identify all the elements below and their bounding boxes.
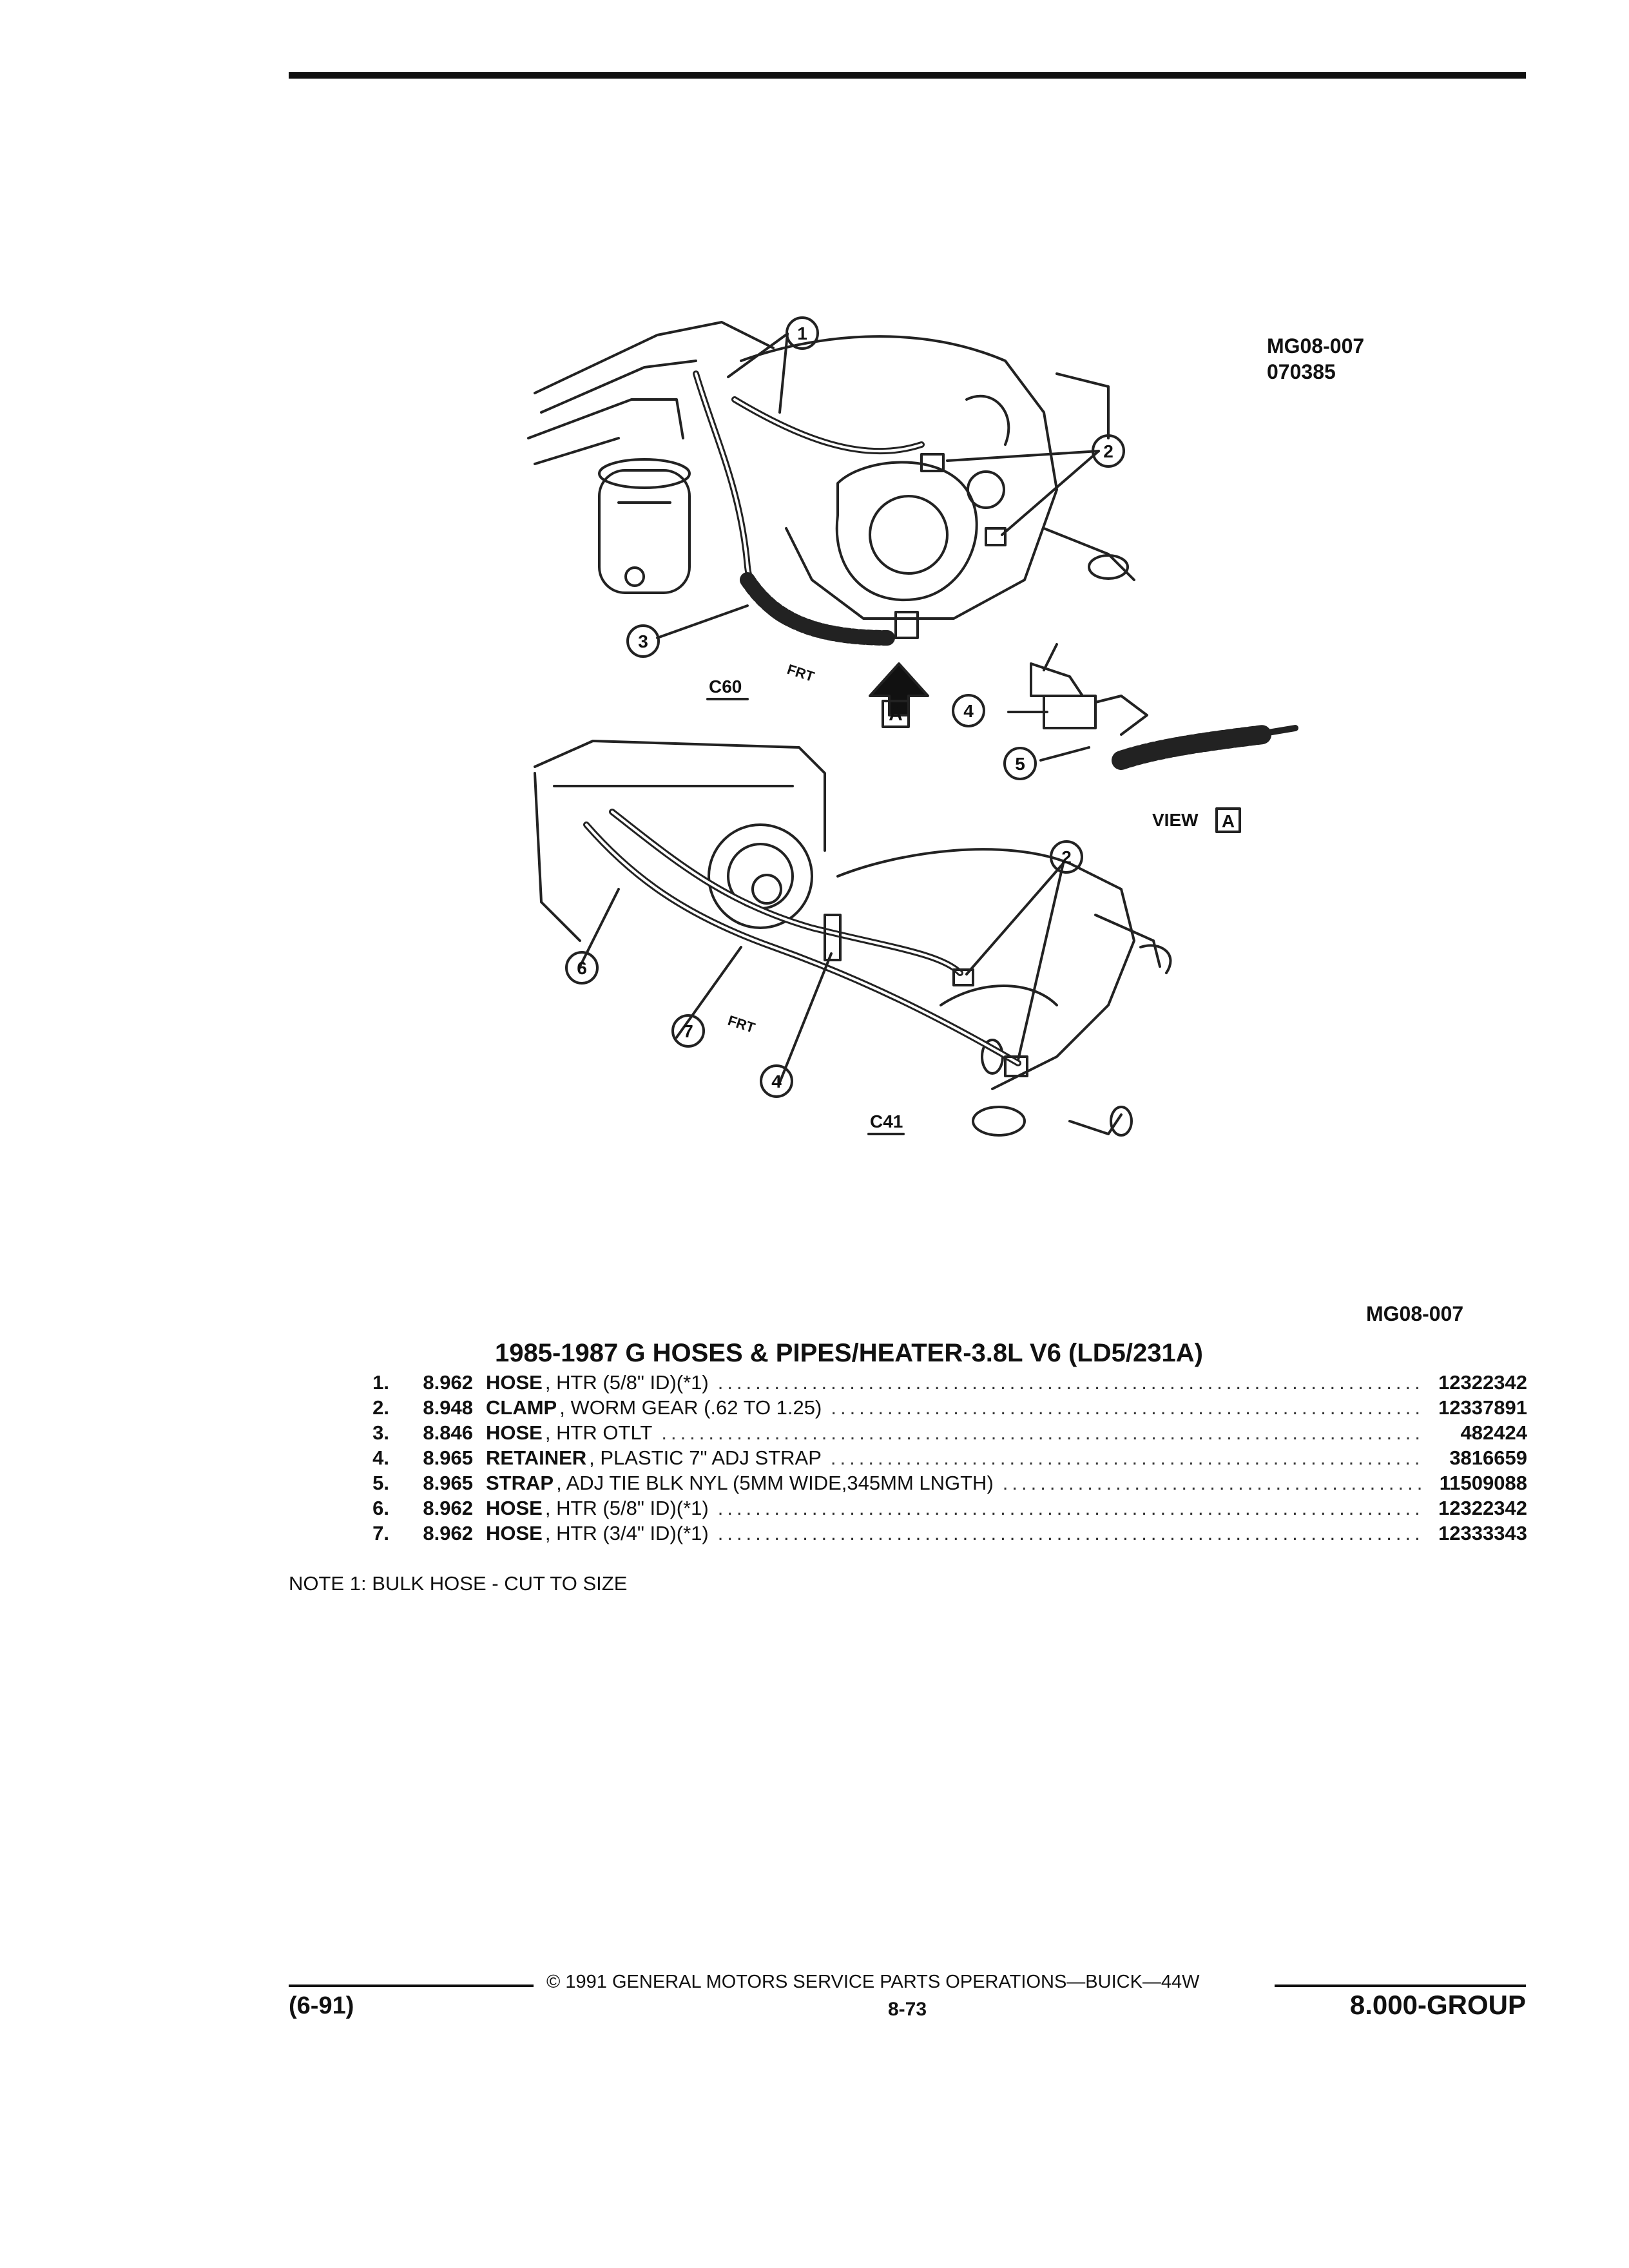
- group-number: 8.962: [423, 1522, 473, 1544]
- figure-code-bottom: MG08-007: [1366, 1302, 1464, 1325]
- view-marker-letter: A: [889, 704, 903, 725]
- leader-dots: [831, 1446, 1422, 1470]
- figure-code-top: MG08-007: [1267, 334, 1365, 358]
- part-number: 12322342: [1438, 1497, 1527, 1519]
- callout-circle-4-upper: [952, 694, 985, 727]
- footnote: NOTE 1: BULK HOSE - CUT TO SIZE: [289, 1572, 628, 1595]
- item-number: 6.: [372, 1497, 389, 1519]
- part-number: 482424: [1460, 1421, 1527, 1444]
- parts-row: 7. 8.962 HOSE, HTR (3/4" ID)(*1) 12333343: [348, 1522, 1527, 1547]
- parts-row: 2. 8.948 CLAMP, WORM GEAR (.62 TO 1.25) 123…: [348, 1396, 1527, 1421]
- lower-engine-view: [534, 740, 1172, 1137]
- part-name: HOSE: [486, 1497, 543, 1519]
- view-marker-box: [882, 700, 910, 728]
- group-number: 8.962: [423, 1497, 473, 1519]
- top-rule: [289, 72, 1526, 79]
- part-number: 12333343: [1438, 1522, 1527, 1544]
- upper-engine-view: [527, 321, 1298, 770]
- item-number: 5.: [372, 1472, 389, 1494]
- callout-circle-7: [671, 1014, 705, 1048]
- part-description: , PLASTIC 7" ADJ STRAP: [589, 1446, 822, 1469]
- part-number: 12322342: [1438, 1371, 1527, 1394]
- footer-rule-left: [289, 1984, 534, 1987]
- part-description: , HTR (3/4" ID)(*1): [545, 1522, 709, 1544]
- leader-dots: [661, 1421, 1422, 1445]
- copyright-line: © 1991 GENERAL MOTORS SERVICE PARTS OPER…: [546, 1972, 1200, 1992]
- callout-3: 3: [638, 631, 648, 651]
- part-number: 12337891: [1438, 1396, 1527, 1419]
- callout-6: 6: [577, 958, 587, 978]
- parts-row: 1. 8.962 HOSE, HTR (5/8" ID)(*1) 12322342: [348, 1371, 1527, 1396]
- revision-date: (6-91): [289, 1992, 354, 2019]
- front-arrow-label-upper: FRT: [785, 661, 816, 685]
- callout-circle-5: [1003, 747, 1037, 780]
- leader-dots: [718, 1522, 1422, 1545]
- callout-circle-2-lower: [1050, 840, 1083, 874]
- view-label-box: [1215, 807, 1241, 833]
- footer-rule-right: [1275, 1984, 1526, 1987]
- item-number: 3.: [372, 1421, 389, 1444]
- part-name: HOSE: [486, 1421, 543, 1444]
- exploded-view-illustration: 1 2 3 4 5 2 6 7 4 A A C60 C41 VIEW FRT F…: [527, 316, 1298, 1137]
- parts-row: 3. 8.846 HOSE, HTR OTLT 482424: [348, 1421, 1527, 1446]
- callout-7: 7: [683, 1021, 693, 1041]
- group-number: 8.948: [423, 1396, 473, 1419]
- part-description: , HTR (5/8" ID)(*1): [545, 1497, 709, 1519]
- lower-view-code: C41: [870, 1111, 903, 1131]
- callout-2-lower: 2: [1061, 847, 1072, 867]
- callout-circle-4-lower: [760, 1064, 793, 1098]
- group-number: 8.965: [423, 1472, 473, 1494]
- part-number: 3816659: [1449, 1446, 1527, 1469]
- callout-circle-6: [565, 951, 599, 985]
- part-description: , HTR OTLT: [545, 1421, 653, 1444]
- item-number: 7.: [372, 1522, 389, 1544]
- leader-dots: [718, 1497, 1422, 1520]
- callout-4-upper: 4: [963, 701, 974, 721]
- front-arrow-label-lower: FRT: [726, 1012, 757, 1036]
- callout-circle-3: [626, 624, 660, 658]
- item-number: 2.: [372, 1396, 389, 1419]
- part-name: HOSE: [486, 1371, 543, 1394]
- leader-dots: [1003, 1472, 1422, 1495]
- part-name: CLAMP: [486, 1396, 557, 1419]
- group-number: 8.962: [423, 1371, 473, 1394]
- view-label-letter: A: [1222, 811, 1235, 831]
- item-number: 1.: [372, 1371, 389, 1394]
- callout-2-upper: 2: [1103, 441, 1113, 461]
- group-number: 8.965: [423, 1446, 473, 1469]
- callout-1: 1: [797, 323, 807, 343]
- page-title: 1985-1987 G HOSES & PIPES/HEATER-3.8L V6…: [495, 1339, 1203, 1367]
- page-number: 8-73: [888, 1999, 927, 2020]
- group-number: 8.846: [423, 1421, 473, 1444]
- upper-view-code: C60: [709, 677, 742, 697]
- parts-row: 5. 8.965 STRAP, ADJ TIE BLK NYL (5MM WIDE,…: [348, 1472, 1527, 1497]
- parts-row: 4. 8.965 RETAINER, PLASTIC 7" ADJ STRAP 381…: [348, 1446, 1527, 1472]
- view-label: VIEW: [1152, 810, 1199, 830]
- part-description: , WORM GEAR (.62 TO 1.25): [559, 1396, 822, 1419]
- callout-circle-2-upper: [1092, 434, 1125, 468]
- callout-circle-1: [786, 316, 819, 350]
- part-number: 11509088: [1439, 1472, 1527, 1494]
- figure-date-code: 070385: [1267, 360, 1336, 383]
- parts-row: 6. 8.962 HOSE, HTR (5/8" ID)(*1) 12322342: [348, 1497, 1527, 1522]
- callout-5: 5: [1015, 754, 1025, 774]
- part-name: STRAP: [486, 1472, 554, 1494]
- callout-4-lower: 4: [771, 1072, 782, 1091]
- part-name: HOSE: [486, 1522, 543, 1544]
- part-name: RETAINER: [486, 1446, 587, 1469]
- part-description: , HTR (5/8" ID)(*1): [545, 1371, 709, 1394]
- part-description: , ADJ TIE BLK NYL (5MM WIDE,345MM LNGTH): [556, 1472, 994, 1494]
- group-label: 8.000-GROUP: [1349, 1990, 1526, 2020]
- item-number: 4.: [372, 1446, 389, 1469]
- leader-dots: [831, 1396, 1422, 1419]
- leader-dots: [718, 1371, 1422, 1394]
